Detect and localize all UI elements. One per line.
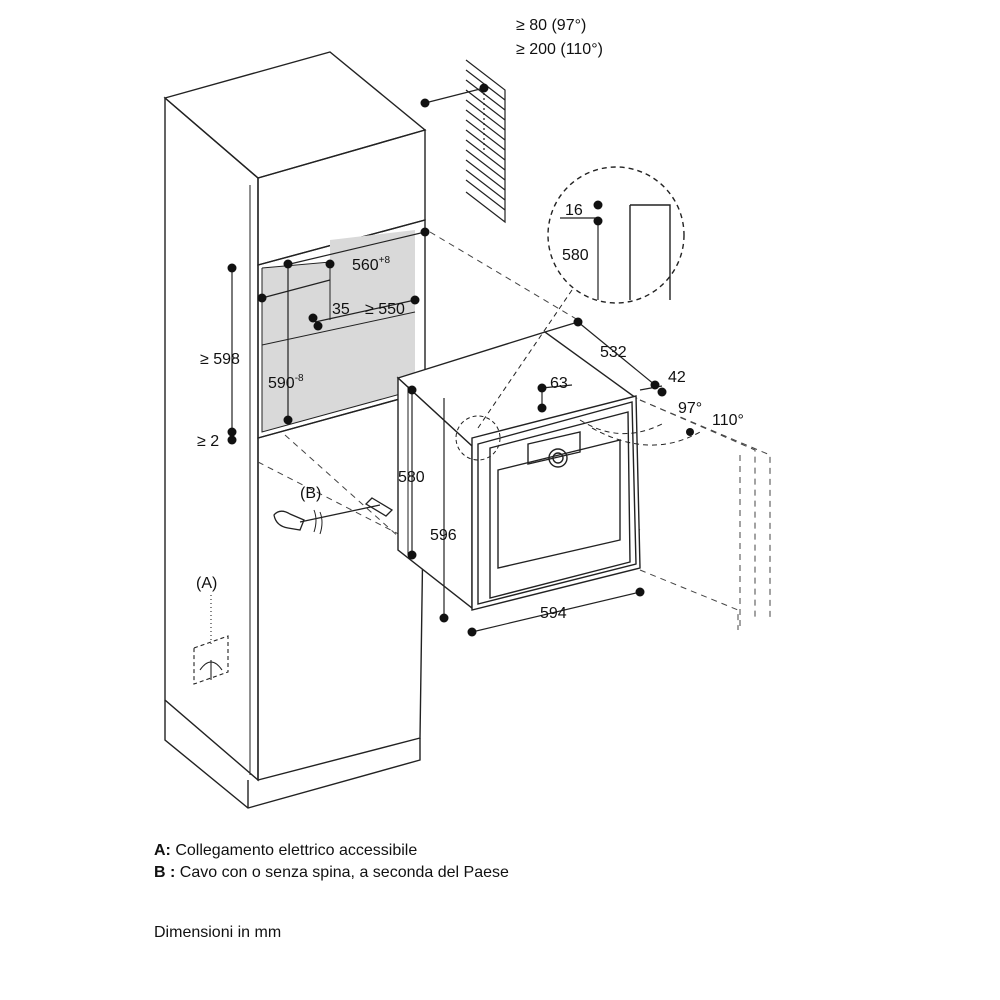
niche-depth-label: ≥ 550 — [365, 301, 405, 318]
oven-front-label: 42 — [668, 369, 686, 386]
door-swing-arcs — [579, 419, 701, 446]
tall-cabinet — [163, 51, 427, 809]
door-angle1-label: 97° — [678, 400, 702, 417]
gap-label: ≥ 2 — [197, 433, 219, 450]
legend-a-key: A: — [154, 842, 171, 859]
dimension-lines — [231, 87, 663, 633]
niche-width-label: 560+8 — [352, 255, 391, 274]
legend-b-key: B : — [154, 864, 176, 881]
ventilation-grille — [465, 59, 506, 224]
dimension-dots — [227, 83, 694, 637]
oven — [396, 331, 641, 611]
legend-a: A: Collegamento elettrico accessibile — [154, 840, 417, 862]
detail-height-label: 580 — [562, 247, 589, 264]
oven-body-height-label: 580 — [398, 469, 425, 486]
door-angle2-label: 110° — [712, 412, 744, 429]
oven-width-label: 594 — [540, 605, 567, 622]
vent-label-line1: ≥ 80 (97°) — [516, 17, 586, 34]
legend-a-text: Collegamento elettrico accessibile — [175, 842, 418, 859]
cabinet-height-label: ≥ 598 — [200, 351, 240, 368]
niche-offset-label: 35 — [332, 301, 350, 318]
label-b: (B) — [300, 485, 321, 502]
detail-top-label: 16 — [565, 202, 583, 219]
connection-box — [193, 595, 229, 685]
oven-control-label: 63 — [550, 375, 568, 392]
oven-depth-label: 532 — [600, 344, 627, 361]
legend-b-text: Cavo con o senza spina, a seconda del Pa… — [179, 864, 509, 881]
vent-label-line2: ≥ 200 (110°) — [516, 41, 603, 58]
detail-callout — [455, 166, 685, 461]
power-cable — [273, 497, 394, 535]
label-a: (A) — [196, 575, 217, 592]
niche-height-label: 590-8 — [268, 373, 304, 392]
units-note: Dimensioni in mm — [154, 924, 282, 941]
legend-b: B : Cavo con o senza spina, a seconda de… — [154, 862, 509, 884]
oven-front-height-label: 596 — [430, 527, 457, 544]
